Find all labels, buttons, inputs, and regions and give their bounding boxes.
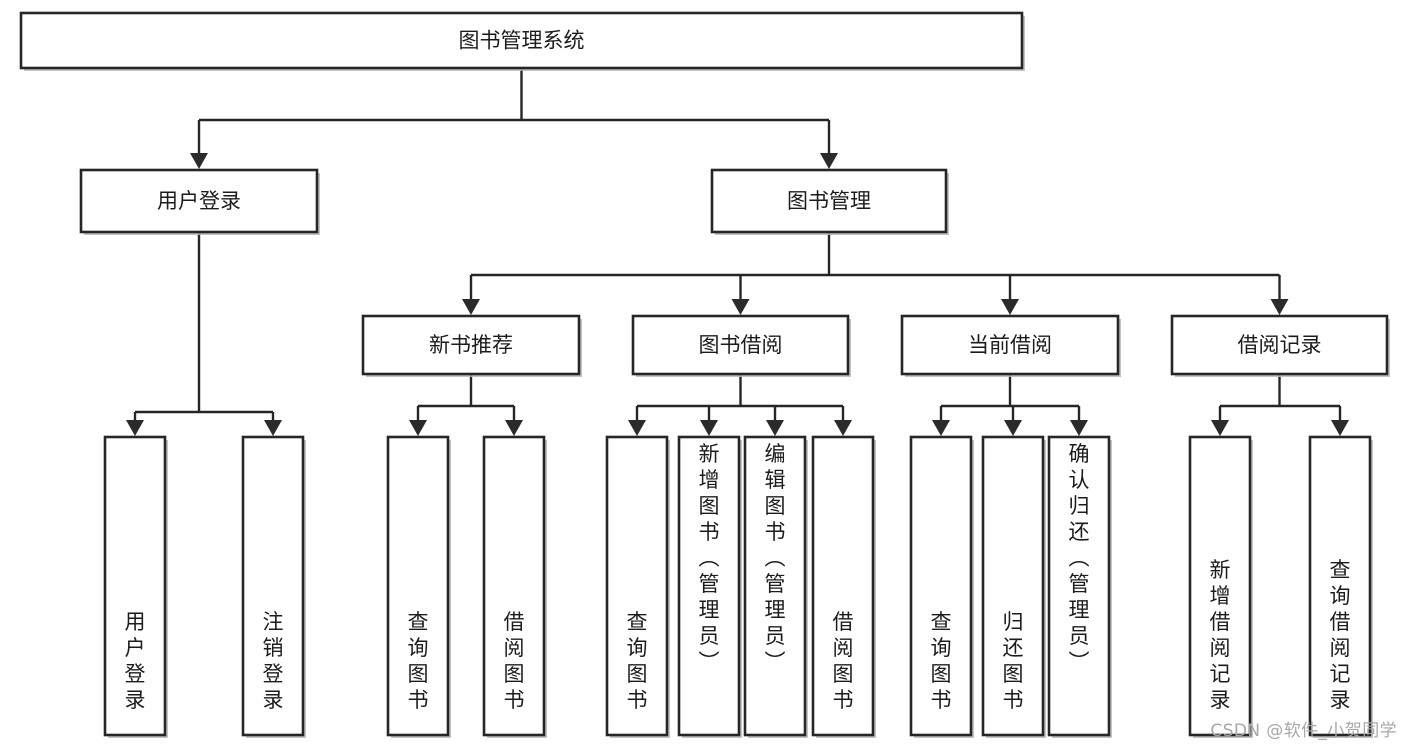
node-label: 归还图书 [1003, 610, 1024, 712]
node-root-system[interactable]: 图书管理系统 [19, 11, 1025, 71]
arrow-head-icon [628, 420, 646, 436]
node-label: 新增借阅记录 [1210, 558, 1231, 712]
node-label: 查询借阅记录 [1330, 558, 1351, 712]
node-label: 图书管理系统 [459, 29, 585, 53]
node-label: 用户登录 [157, 189, 241, 213]
node-leaf-add-book[interactable]: 新增图书︵管理员︶ [677, 435, 742, 738]
node-book-management[interactable]: 图书管理 [710, 168, 949, 235]
node-leaf-borrow-book-1[interactable]: 借阅图书 [482, 435, 547, 738]
node-leaf-edit-book[interactable]: 编辑图书︵管理员︶ [743, 435, 808, 738]
node-leaf-add-record[interactable]: 新增借阅记录 [1188, 435, 1253, 738]
arrow-head-icon [462, 299, 480, 315]
node-label: 编辑图书︵管理员︶ [765, 442, 786, 674]
node-current-borrow[interactable]: 当前借阅 [900, 314, 1121, 377]
node-label: 图书管理 [787, 189, 871, 213]
node-leaf-query-book-3[interactable]: 查询图书 [909, 435, 974, 738]
node-leaf-confirm-return[interactable]: 确认归还︵管理员︶ [1047, 435, 1112, 738]
arrow-head-icon [700, 420, 718, 436]
watermark-label: CSDN @软件_小贺同学 [1210, 721, 1397, 741]
arrow-head-icon [1331, 420, 1349, 436]
arrow-head-icon [1004, 420, 1022, 436]
node-new-book-recommend[interactable]: 新书推荐 [361, 314, 582, 377]
node-label: 查询图书 [931, 610, 952, 712]
arrow-head-icon [1001, 299, 1019, 315]
node-label: 借阅图书 [504, 610, 525, 712]
node-label: 图书借阅 [699, 333, 783, 357]
node-label: 注销登录 [263, 610, 284, 712]
node-layer: 图书管理系统用户登录图书管理新书推荐图书借阅当前借阅借阅记录用户登录注销登录查询… [19, 11, 1390, 738]
node-label: 当前借阅 [968, 333, 1052, 357]
node-leaf-borrow-book-2[interactable]: 借阅图书 [811, 435, 876, 738]
arrow-head-icon [766, 420, 784, 436]
node-label: 新书推荐 [429, 333, 513, 357]
node-label: 借阅记录 [1238, 333, 1322, 357]
node-book-borrow[interactable]: 图书借阅 [631, 314, 851, 377]
connector-layer [126, 68, 1349, 436]
node-leaf-return-book[interactable]: 归还图书 [981, 435, 1046, 738]
node-leaf-user-logout[interactable]: 注销登录 [241, 435, 306, 738]
arrow-head-icon [932, 420, 950, 436]
node-user-login[interactable]: 用户登录 [79, 168, 320, 235]
node-label: 用户登录 [125, 610, 146, 712]
arrow-head-icon [409, 420, 427, 436]
arrow-head-icon [190, 153, 208, 169]
node-leaf-query-record[interactable]: 查询借阅记录 [1308, 435, 1373, 738]
arrow-head-icon [731, 299, 750, 315]
node-borrow-record[interactable]: 借阅记录 [1170, 314, 1390, 377]
node-leaf-query-book-1[interactable]: 查询图书 [386, 435, 451, 738]
node-label: 确认归还︵管理员︶ [1069, 442, 1090, 674]
node-leaf-query-book-2[interactable]: 查询图书 [605, 435, 670, 738]
arrow-head-icon [834, 420, 852, 436]
node-leaf-user-login[interactable]: 用户登录 [103, 435, 168, 738]
node-label: 借阅图书 [833, 610, 854, 712]
arrow-head-icon [505, 420, 523, 436]
arrow-head-icon [126, 420, 144, 436]
arrow-head-icon [264, 420, 282, 436]
arrow-head-icon [1211, 420, 1229, 436]
arrow-head-icon [820, 153, 838, 169]
arrow-head-icon [1070, 420, 1088, 436]
node-label: 查询图书 [408, 610, 429, 712]
node-label: 查询图书 [627, 610, 648, 712]
arrow-head-icon [1270, 299, 1289, 315]
node-label: 新增图书︵管理员︶ [699, 442, 720, 674]
